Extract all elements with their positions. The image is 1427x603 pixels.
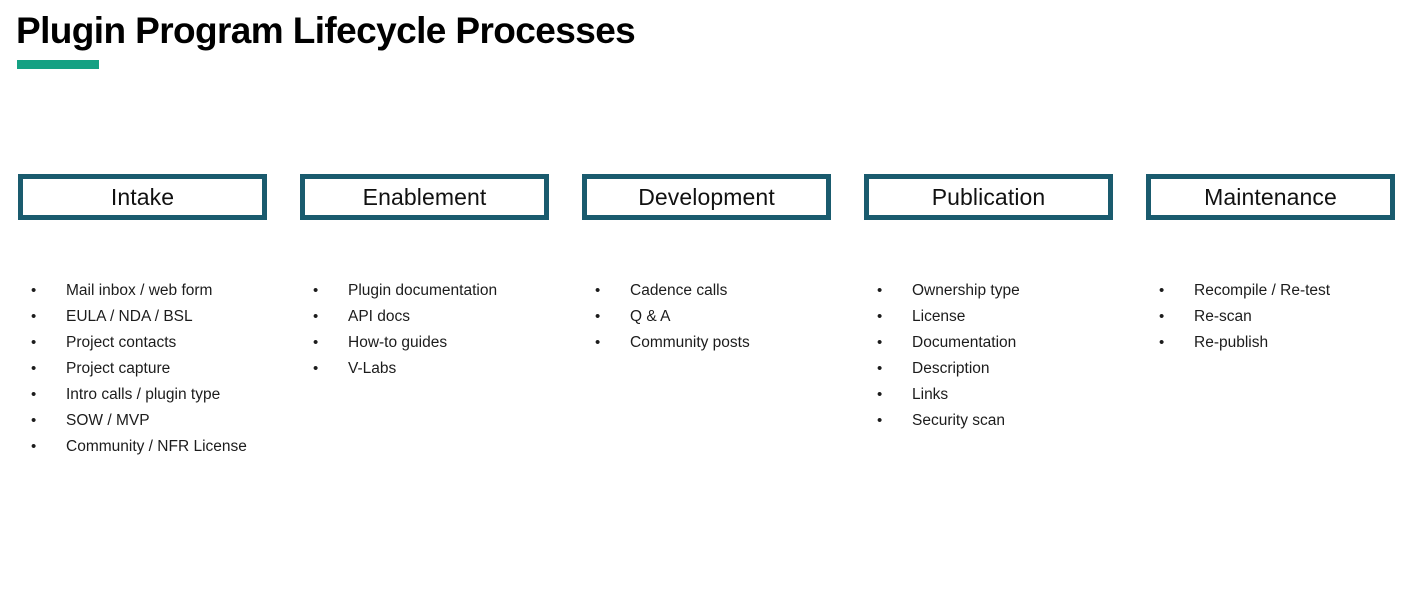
list-item: • Re-scan [1146,304,1395,330]
list-item: • License [864,304,1113,330]
list-item-label: EULA / NDA / BSL [66,308,193,325]
phase-column-intake: •Mail inbox / web form•EULA / NDA / BSL•… [18,278,267,460]
list-item: • Mail inbox / web form [18,278,267,304]
bullet-list: • Plugin documentation • API docs • How-to gu… [300,278,549,382]
bullet-point-icon: • [31,412,37,429]
list-item: • EULA / NDA / BSL [18,304,267,330]
list-item-label: Mail inbox / web form [66,282,213,299]
phase-box-intake[interactable]: Intake [18,174,267,220]
list-item: • Q & A [582,304,831,330]
page-title: Plugin Program Lifecycle Processes [16,10,636,51]
list-item-label: Re-publish [1194,334,1269,351]
phase-column-enablement: • Plugin documentation • API docs • How-to gu… [300,278,549,460]
phase-column-development: • Cadence calls • Q & A • Community posts [582,278,831,460]
phase-header-row: Intake Enablement Development Publication Ma… [18,174,1395,220]
list-item-label: Project capture [66,360,171,377]
list-item-label: Description [912,360,990,377]
list-item-label: Project contacts [66,334,177,351]
list-item: • Documentation [864,330,1113,356]
list-item-label: Recompile / Re-test [1194,282,1331,299]
list-item: • Security scan [864,408,1113,434]
list-item: • Re-publish [1146,330,1395,356]
bullet-point-icon: • [313,360,319,377]
list-item-label: Q & A [630,308,671,325]
list-item-label: Re-scan [1194,308,1252,325]
bullet-point-icon: • [877,360,883,377]
bullet-point-icon: • [1159,334,1165,351]
bullet-point-icon: • [31,386,37,403]
phase-column-maintenance: • Recompile / Re-test • Re-scan • Re-publish [1146,278,1395,460]
phase-box-label: Maintenance [1204,184,1337,210]
list-item: • SOW / MVP [18,408,267,434]
bullet-point-icon: • [595,334,601,351]
phase-box-enablement[interactable]: Enablement [300,174,549,220]
list-item-label: Plugin documentation [348,282,498,299]
phase-box-label: Development [638,184,775,210]
list-item-label: How-to guides [348,334,448,351]
list-item: • Description [864,356,1113,382]
bullet-point-icon: • [31,308,37,325]
list-item-label: SOW / MVP [66,412,150,429]
bullet-point-icon: • [877,386,883,403]
bullet-point-icon: • [31,282,37,299]
list-item: • V-Labs [300,356,549,382]
bullet-point-icon: • [595,282,601,299]
list-item: • Project contacts [18,330,267,356]
bullet-point-icon: • [877,308,883,325]
list-item: • Intro calls / plugin type [18,382,267,408]
title-accent-bar [17,60,99,69]
phase-column-publication: • Ownership type • License • Documentation • De… [864,278,1113,460]
list-item-label: Community posts [630,334,750,351]
list-item: • Cadence calls [582,278,831,304]
bullet-point-icon: • [31,360,37,377]
bullet-point-icon: • [877,334,883,351]
list-item-label: API docs [348,308,411,325]
list-item-label: Ownership type [912,282,1020,299]
phase-box-publication[interactable]: Publication [864,174,1113,220]
phase-box-label: Intake [110,184,175,210]
list-item-label: V-Labs [348,360,397,377]
list-item: • Links [864,382,1113,408]
list-item-label: Intro calls / plugin type [66,386,221,403]
bullet-list: •Mail inbox / web form•EULA / NDA / BSL•… [18,278,267,460]
bullet-point-icon: • [1159,308,1165,325]
bullet-point-icon: • [31,438,37,455]
bullet-point-icon: • [877,282,883,299]
bullet-point-icon: • [313,282,319,299]
list-item-label: Documentation [912,334,1017,351]
bullet-point-icon: • [313,308,319,325]
bullet-list: • Recompile / Re-test • Re-scan • Re-publish [1146,278,1395,356]
bullet-point-icon: • [595,308,601,325]
bullet-point-icon: • [877,412,883,429]
phase-box-label: Publication [931,184,1046,210]
list-item: • Community posts [582,330,831,356]
list-item-label: License [912,308,966,325]
bullet-list: • Ownership type • License • Documentation • De… [864,278,1113,434]
bullet-point-icon: • [1159,282,1165,299]
bullet-list: • Cadence calls • Q & A • Community posts [582,278,831,356]
list-item: • Recompile / Re-test [1146,278,1395,304]
list-item-label: Community / NFR License [66,438,247,455]
list-item-label: Security scan [912,412,1006,429]
list-item: • Community / NFR License [18,434,267,460]
bullet-point-icon: • [313,334,319,351]
phase-box-label: Enablement [362,184,487,210]
list-item-label: Cadence calls [630,282,728,299]
list-item: • How-to guides [300,330,549,356]
bullet-point-icon: • [31,334,37,351]
list-item: • Ownership type [864,278,1113,304]
list-item: • Project capture [18,356,267,382]
list-item: • API docs [300,304,549,330]
phase-details-row: •Mail inbox / web form•EULA / NDA / BSL•… [18,278,1395,460]
list-item-label: Links [912,386,949,403]
phase-box-maintenance[interactable]: Maintenance [1146,174,1395,220]
list-item: • Plugin documentation [300,278,549,304]
phase-box-development[interactable]: Development [582,174,831,220]
